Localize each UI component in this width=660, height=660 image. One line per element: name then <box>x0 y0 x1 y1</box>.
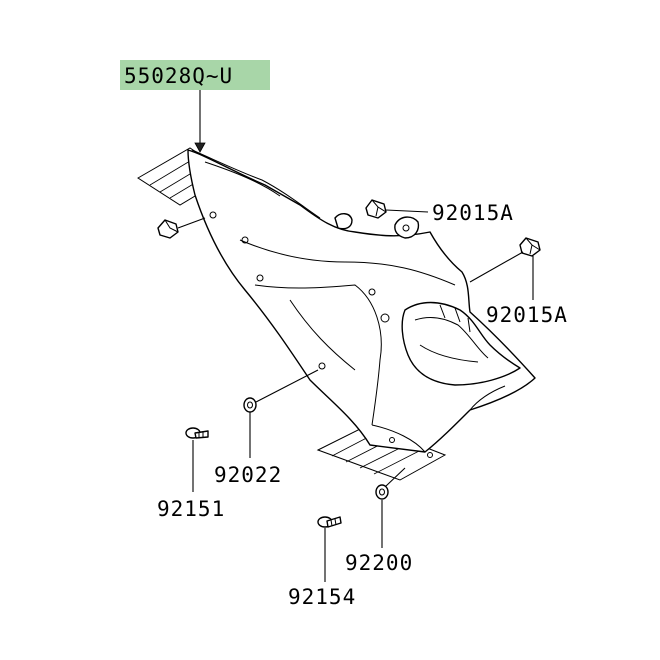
leader-arrow-main <box>194 142 206 153</box>
washer-92022 <box>243 397 257 413</box>
fairing-panel <box>187 149 536 458</box>
hatch-lower <box>316 424 447 481</box>
leader-92200-part <box>385 467 406 487</box>
washer-92200 <box>375 484 389 500</box>
bolt-92015a-upper <box>365 199 387 219</box>
label-92022: 92022 <box>214 463 282 487</box>
leader-92022-part <box>255 369 319 403</box>
clip-left <box>157 219 179 239</box>
label-92015a-upper: 92015A <box>432 201 514 225</box>
bolt-92015a-right <box>519 237 541 257</box>
label-92154: 92154 <box>288 585 356 609</box>
leader-92015a-upper <box>385 209 429 213</box>
label-main-part: 55028Q~U <box>124 64 233 88</box>
label-92200: 92200 <box>345 551 413 575</box>
label-92015a-right: 92015A <box>486 303 568 327</box>
screw-92154 <box>317 516 342 528</box>
label-92151: 92151 <box>157 497 225 521</box>
part-number-highlight <box>120 60 270 90</box>
leader-clip-left <box>177 217 206 229</box>
leader-92015a-right <box>469 251 524 283</box>
screw-92151 <box>185 427 209 439</box>
